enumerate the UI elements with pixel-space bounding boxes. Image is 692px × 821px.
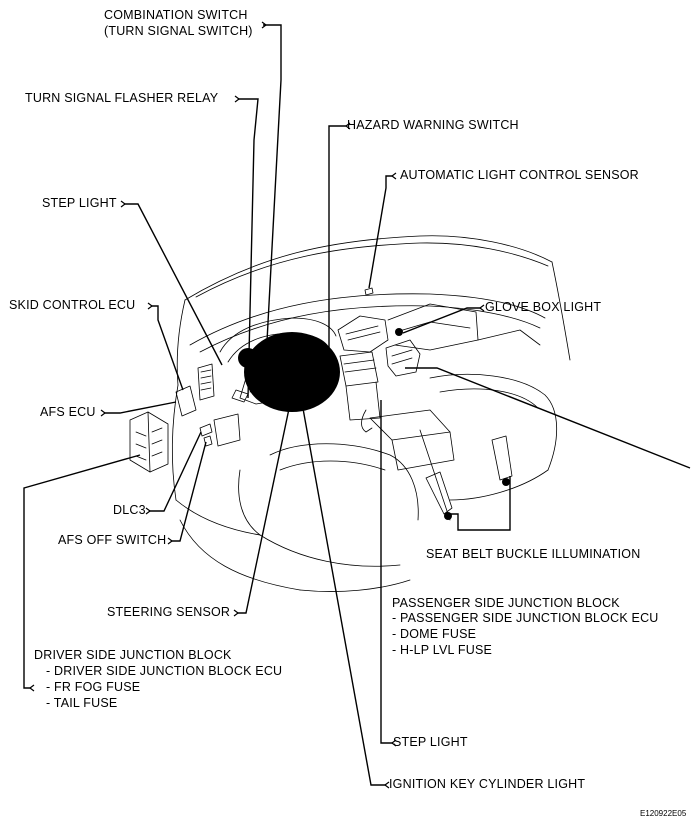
label-step-light-bottom: STEP LIGHT <box>393 735 468 749</box>
label-driver-jb-item: - FR FOG FUSE <box>46 680 141 694</box>
label-passenger-jb-title: PASSENGER SIDE JUNCTION BLOCK <box>392 596 620 610</box>
label-driver-jb-title: DRIVER SIDE JUNCTION BLOCK <box>34 648 232 662</box>
label-hazard-warning-switch: HAZARD WARNING SWITCH <box>347 118 519 132</box>
leader-arrowheads <box>29 21 485 789</box>
label-passenger-jb-item: - H-LP LVL FUSE <box>392 643 493 657</box>
label-passenger-jb-item: - PASSENGER SIDE JUNCTION BLOCK ECU <box>392 611 659 625</box>
label-dlc3: DLC3 <box>113 503 146 517</box>
figure-code: E120922E05 <box>640 809 687 818</box>
label-combination-switch: COMBINATION SWITCH <box>104 8 248 22</box>
label-passenger-jb-item: - DOME FUSE <box>392 627 477 641</box>
label-automatic-light-control-sensor: AUTOMATIC LIGHT CONTROL SENSOR <box>400 168 639 182</box>
label-afs-off-switch: AFS OFF SWITCH <box>58 533 167 547</box>
label-driver-jb-item: - DRIVER SIDE JUNCTION BLOCK ECU <box>46 664 283 678</box>
label-skid-control-ecu: SKID CONTROL ECU <box>9 298 136 312</box>
label-combination-switch-sub: (TURN SIGNAL SWITCH) <box>104 24 253 38</box>
interior-drawing <box>129 235 571 592</box>
label-ignition-key-cylinder-light: IGNITION KEY CYLINDER LIGHT <box>389 777 586 791</box>
label-steering-sensor: STEERING SENSOR <box>107 605 231 619</box>
label-turn-signal-flasher-relay: TURN SIGNAL FLASHER RELAY <box>25 91 219 105</box>
label-glove-box-light: GLOVE BOX LIGHT <box>485 300 602 314</box>
label-afs-ecu: AFS ECU <box>40 405 96 419</box>
label-driver-jb-item: - TAIL FUSE <box>46 696 118 710</box>
leader-lines <box>23 24 691 786</box>
label-seat-belt-buckle-illumination: SEAT BELT BUCKLE ILLUMINATION <box>426 547 641 561</box>
label-step-light-top: STEP LIGHT <box>42 196 117 210</box>
